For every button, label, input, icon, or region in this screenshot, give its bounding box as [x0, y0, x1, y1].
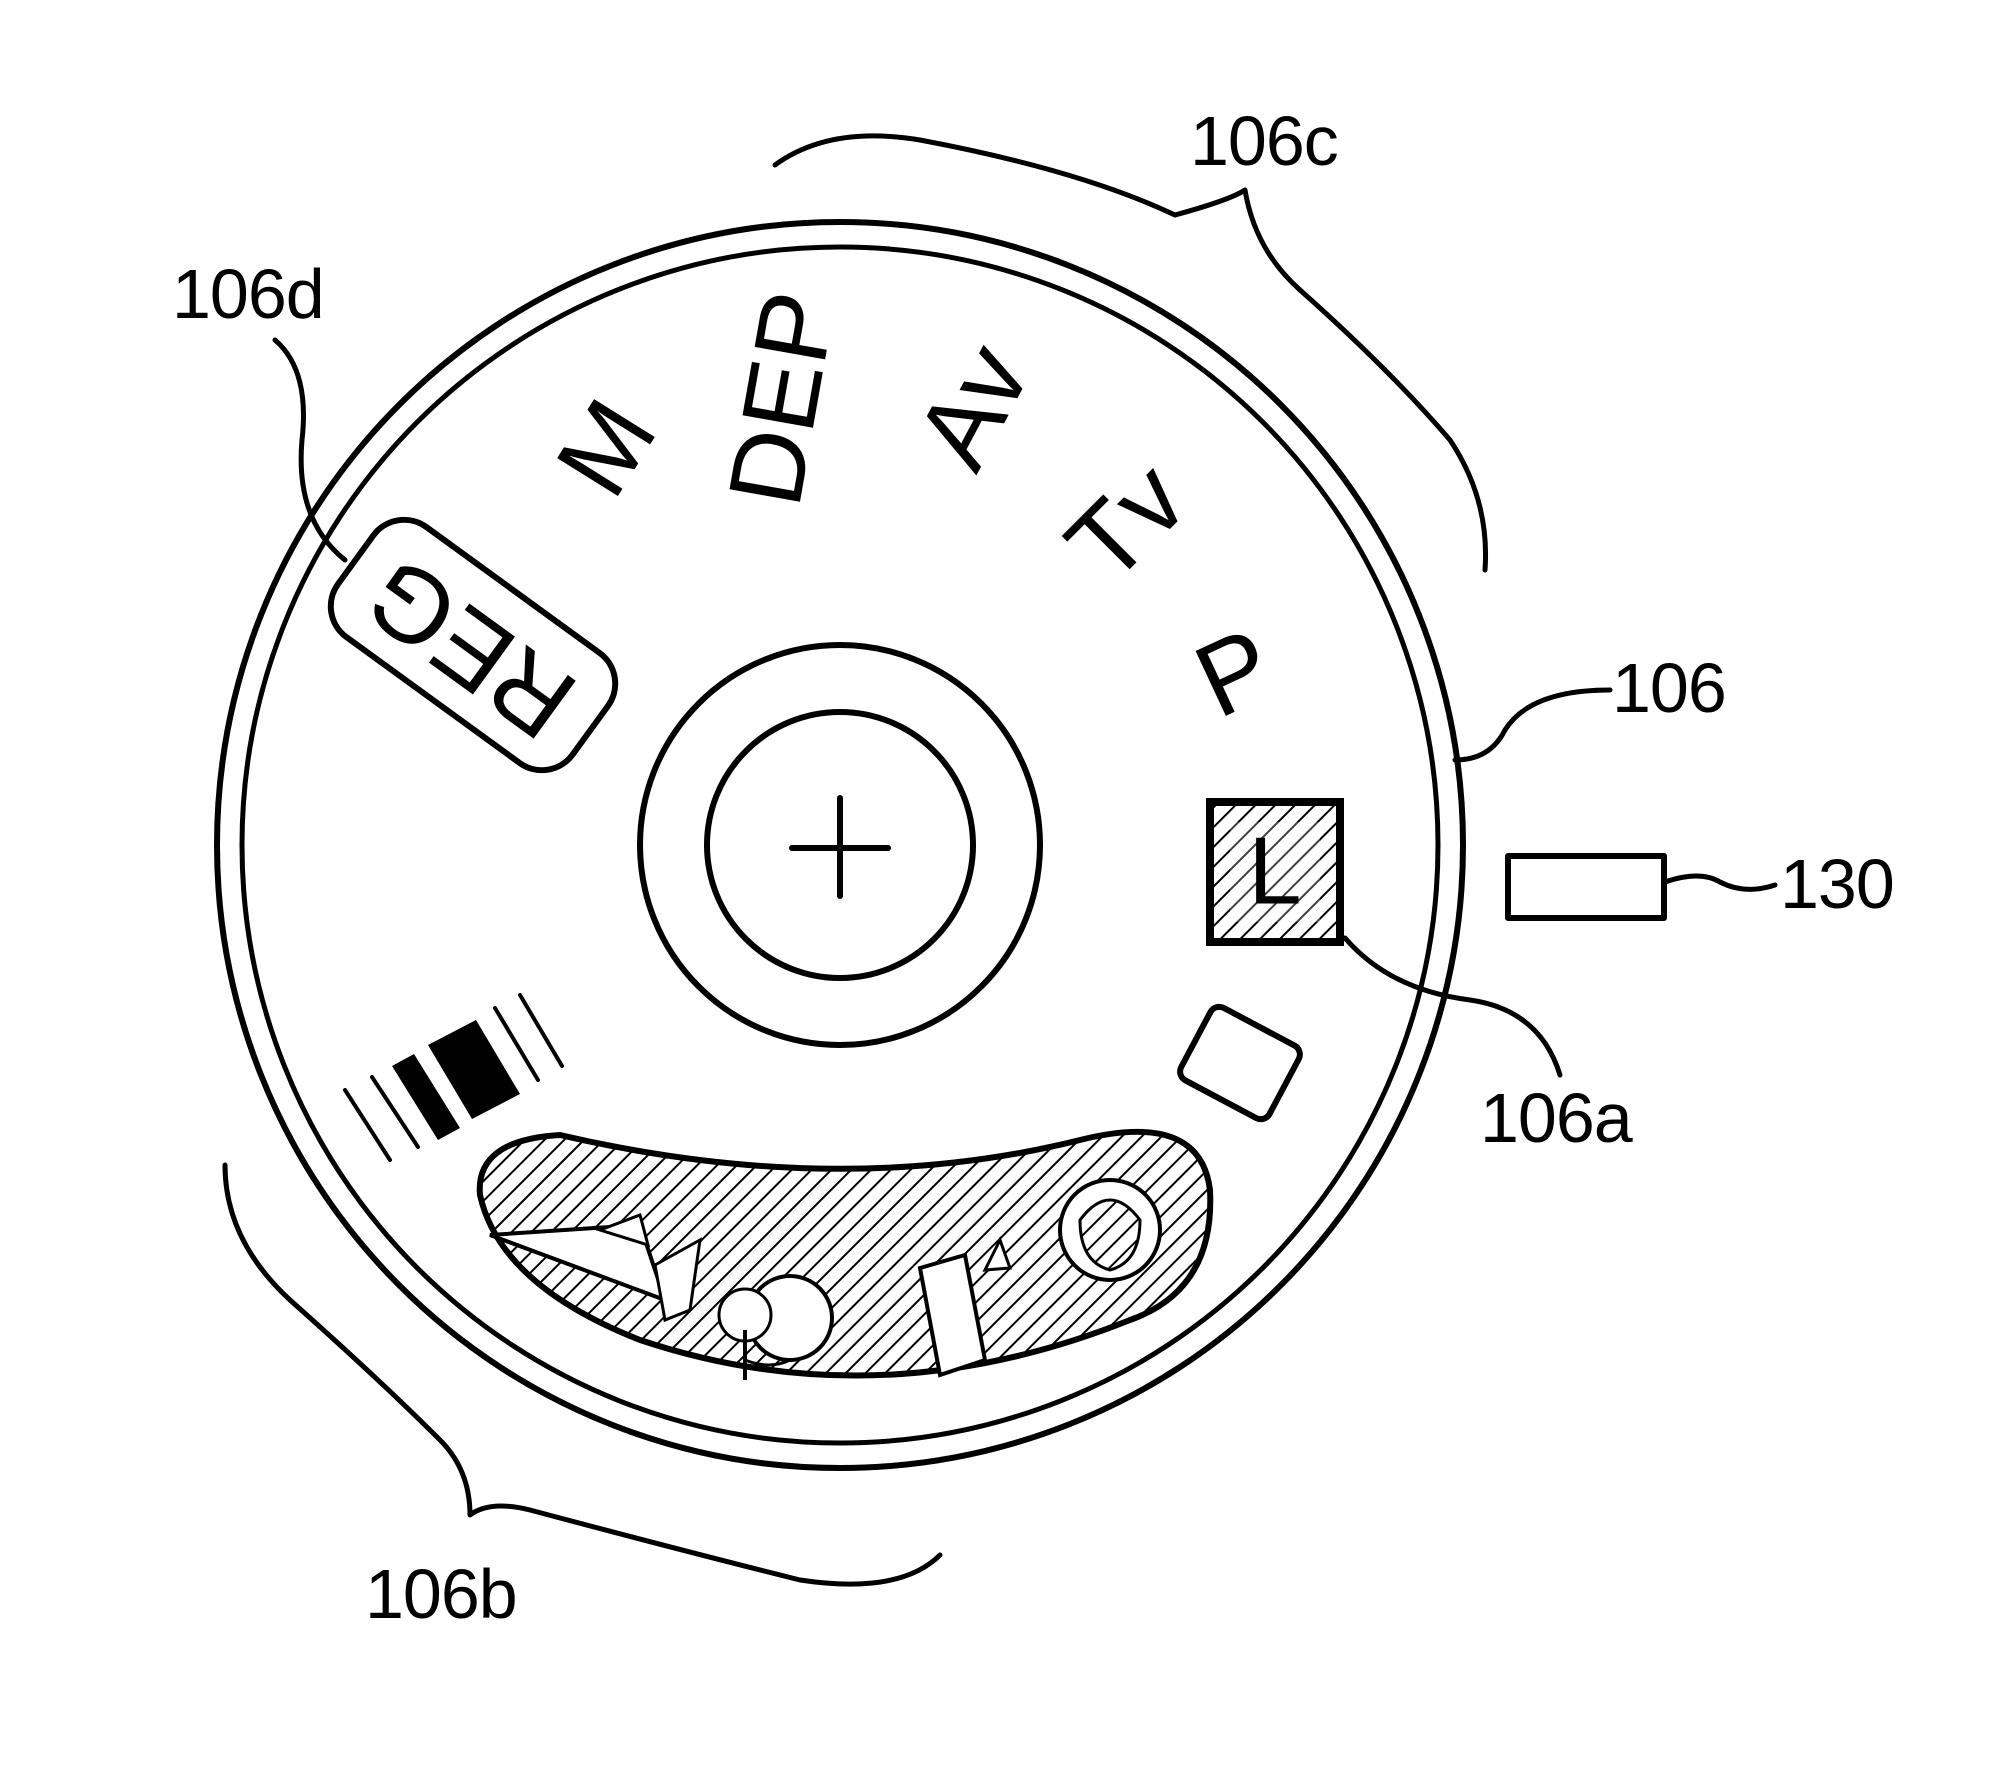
mode-dial: [214, 219, 1466, 1471]
leader-lines: [222, 133, 1778, 1587]
mode-m-label: M: [534, 381, 678, 516]
mode-dep-label: DEP: [707, 283, 858, 514]
center-hub: [637, 642, 1043, 1048]
label-106d: 106d: [172, 255, 324, 333]
label-106: 106: [1612, 649, 1726, 727]
mode-lock-label: L: [1248, 817, 1301, 924]
image-zone-arc: [476, 1128, 1214, 1380]
label-130: 130: [1780, 845, 1894, 923]
sensor-box: [1505, 853, 1667, 921]
blank-mode-mark: [1177, 1003, 1303, 1123]
bars-mode-icon: [343, 993, 564, 1162]
lock-mode-mark: L: [1206, 798, 1344, 946]
label-106c: 106c: [1190, 102, 1338, 180]
reg-mode-mark: REG: [327, 516, 619, 774]
mode-tv-label: Tv: [1045, 441, 1209, 605]
label-106a: 106a: [1480, 1079, 1633, 1157]
label-106b: 106b: [365, 1555, 517, 1633]
mode-p-label: P: [1179, 606, 1291, 740]
mode-av-label: Av: [894, 326, 1053, 486]
